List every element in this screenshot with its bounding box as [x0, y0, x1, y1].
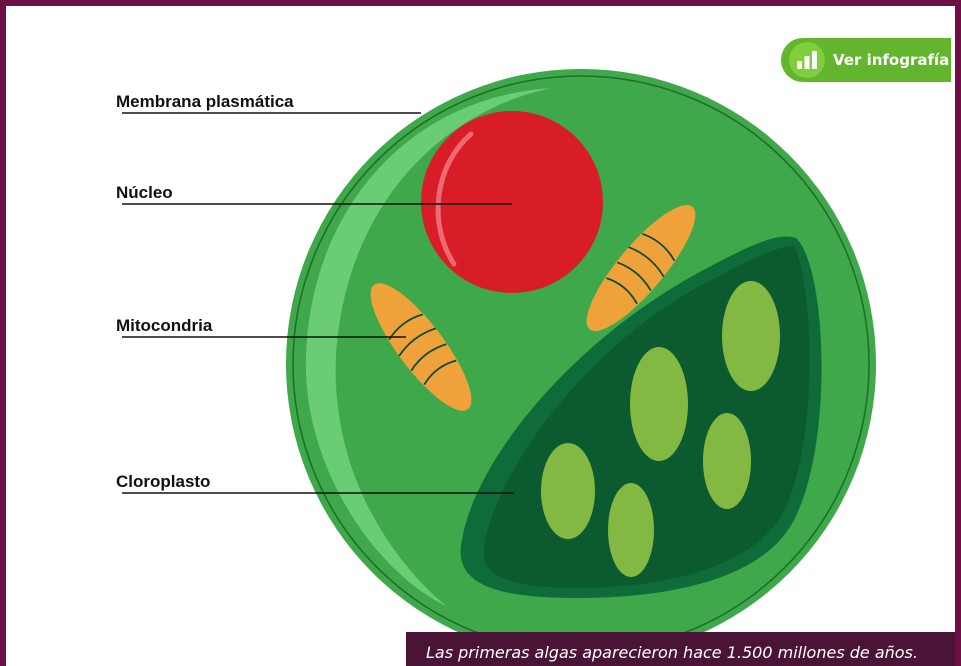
membrane-label: Membrana plasmática [116, 92, 294, 112]
nucleus-label: Núcleo [116, 183, 173, 203]
thylakoid [703, 413, 751, 509]
thylakoid [608, 483, 654, 577]
thylakoid [630, 347, 688, 461]
mitochondria-label: Mitocondria [116, 316, 212, 336]
view-infographic-label: Ver infografía [833, 51, 949, 69]
nucleus [421, 111, 603, 293]
caption-banner: Las primeras algas aparecieron hace 1.50… [406, 632, 961, 666]
thylakoid [722, 281, 780, 391]
view-infographic-button[interactable]: Ver infografía [781, 38, 951, 82]
chloroplast-label: Cloroplasto [116, 472, 210, 492]
bar-chart-icon [789, 42, 825, 78]
thylakoid [541, 443, 595, 539]
